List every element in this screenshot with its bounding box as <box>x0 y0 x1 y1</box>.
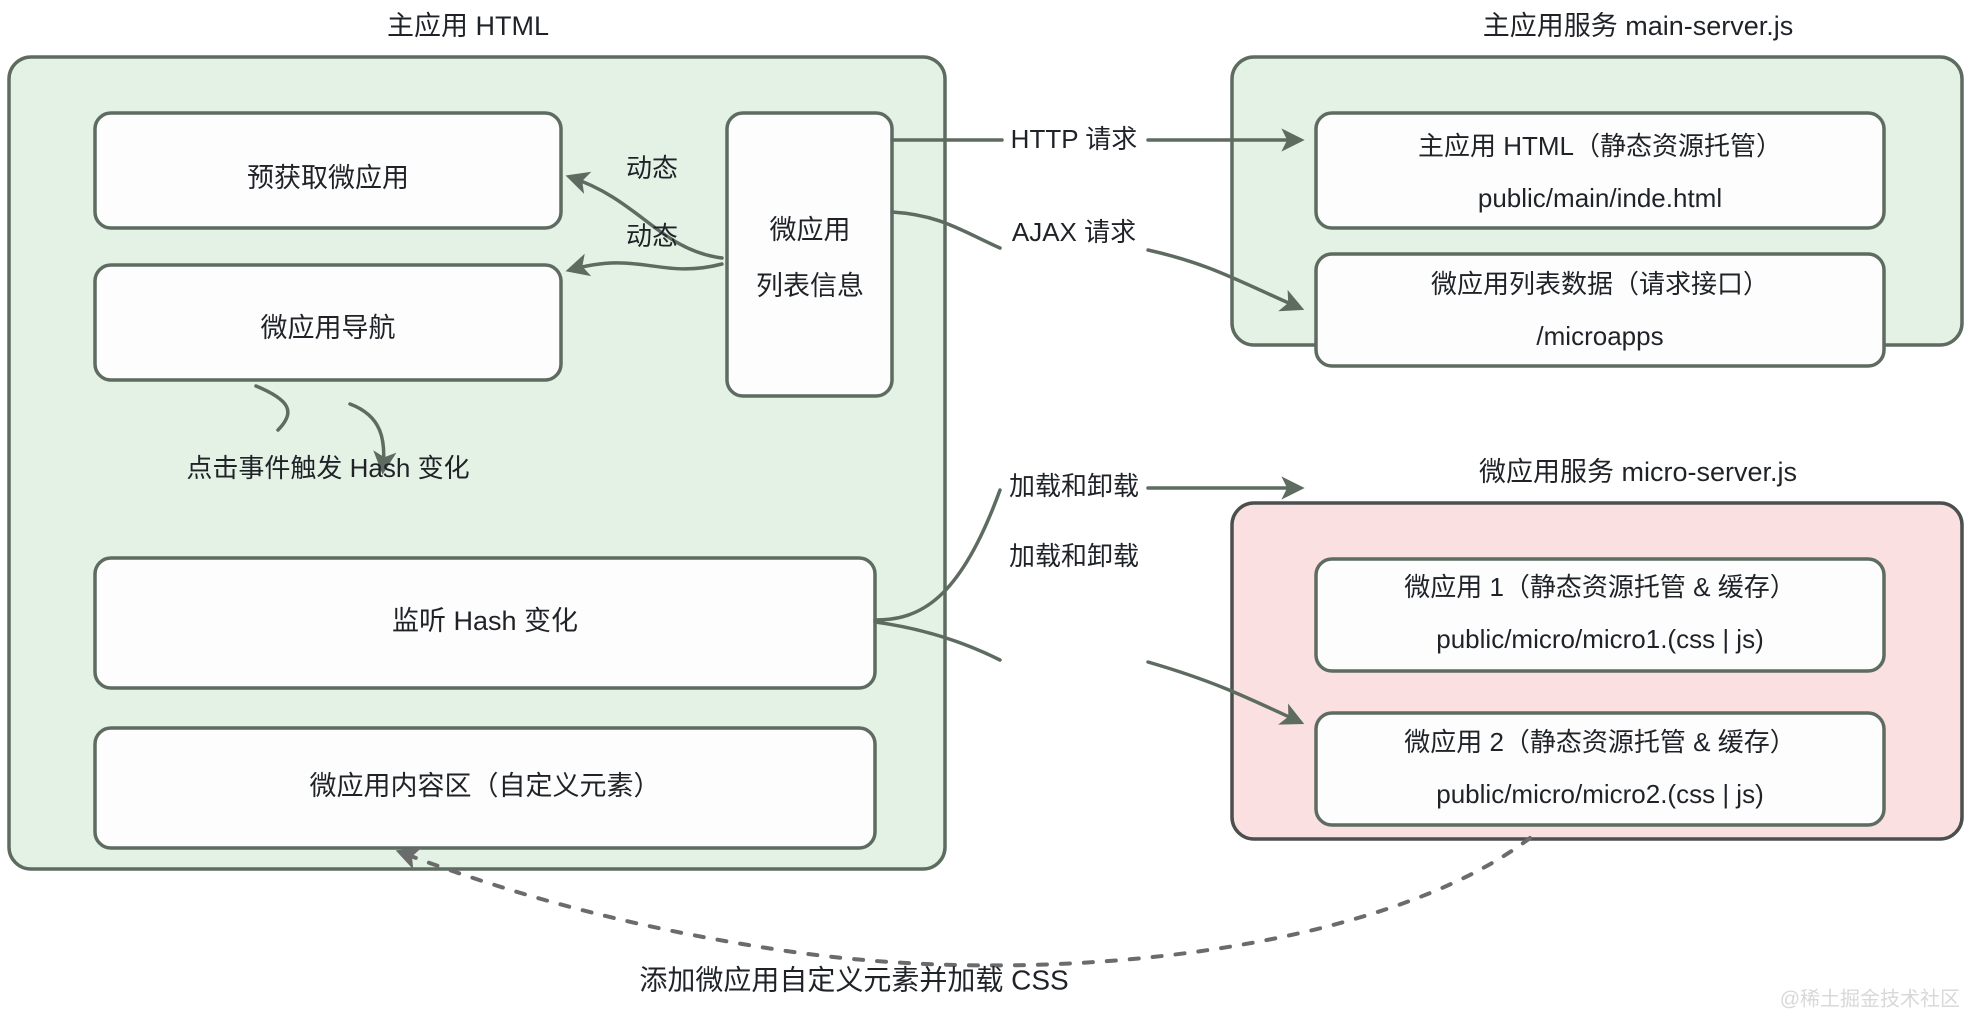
group-title-main-server: 主应用服务 main-server.js <box>1483 11 1794 41</box>
edge-load2-stub-left <box>873 620 1002 662</box>
node-microapps-api[interactable] <box>1314 252 1886 368</box>
edge-load2-to-micro2 <box>1146 660 1305 725</box>
edge-label-dynamic-top: 动态 <box>626 153 678 183</box>
edge-nav-to-hashtrigger <box>254 384 290 432</box>
edge-label-http-request: HTTP 请求 <box>1011 124 1138 154</box>
edge-label-ajax-request: AJAX 请求 <box>1012 217 1136 247</box>
node-microapp-content-area-label: 微应用内容区（自定义元素） <box>310 771 661 801</box>
edge-ajax-to-microapps <box>1146 248 1305 312</box>
node-main-html-static[interactable] <box>1314 111 1886 230</box>
node-micro2-line2: public/micro/micro2.(css | js) <box>1436 779 1763 809</box>
node-microapp-list-info-line1: 微应用 <box>770 215 851 245</box>
node-micro2-line1: 微应用 2（静态资源托管 & 缓存） <box>1404 727 1795 757</box>
edge-label-load-unload-1: 加载和卸载 <box>1009 471 1139 501</box>
node-microapp-nav[interactable] <box>93 263 563 382</box>
node-micro1-line2: public/micro/micro1.(css | js) <box>1436 624 1763 654</box>
edge-label-load-unload-2: 加载和卸载 <box>1009 541 1139 571</box>
node-microapps-api-line2: /microapps <box>1536 321 1663 351</box>
node-prefetch-microapp-label: 预获取微应用 <box>247 163 409 193</box>
edge-listinfo-to-prefetch <box>565 171 724 260</box>
edge-hashtrigger-to-hashlisten <box>348 402 397 475</box>
edge-label-hash-trigger: 点击事件触发 Hash 变化 <box>186 453 469 483</box>
edge-listinfo-to-nav <box>565 253 724 277</box>
node-microapp-list-info-line2: 列表信息 <box>756 271 864 301</box>
node-microapp-list-info[interactable] <box>725 111 894 398</box>
node-main-html-static-line1: 主应用 HTML（静态资源托管） <box>1418 131 1782 161</box>
watermark-label: @稀土掘金技术社区 <box>1780 987 1960 1010</box>
group-title-micro-server: 微应用服务 micro-server.js <box>1479 457 1797 487</box>
node-microapp-nav-label: 微应用导航 <box>261 313 396 343</box>
node-micro2[interactable] <box>1314 711 1886 827</box>
edge-ajax-stub-left <box>890 210 1002 250</box>
edge-label-dynamic-bottom: 动态 <box>626 221 678 251</box>
node-hash-listener-label: 监听 Hash 变化 <box>392 606 578 636</box>
node-micro1-line1: 微应用 1（静态资源托管 & 缓存） <box>1404 572 1795 602</box>
node-microapps-api-line1: 微应用列表数据（请求接口） <box>1431 269 1769 299</box>
node-main-html-static-line2: public/main/inde.html <box>1478 183 1722 213</box>
group-title-main-html: 主应用 HTML <box>387 11 549 41</box>
node-micro1[interactable] <box>1314 557 1886 673</box>
node-prefetch-microapp[interactable] <box>93 111 563 230</box>
edge-load1-stub-left <box>873 488 1002 622</box>
edge-dashed-custom-element-css <box>395 836 1532 968</box>
node-microapp-content-area[interactable] <box>93 726 877 850</box>
diagram-caption: 添加微应用自定义元素并加载 CSS <box>639 964 1068 995</box>
